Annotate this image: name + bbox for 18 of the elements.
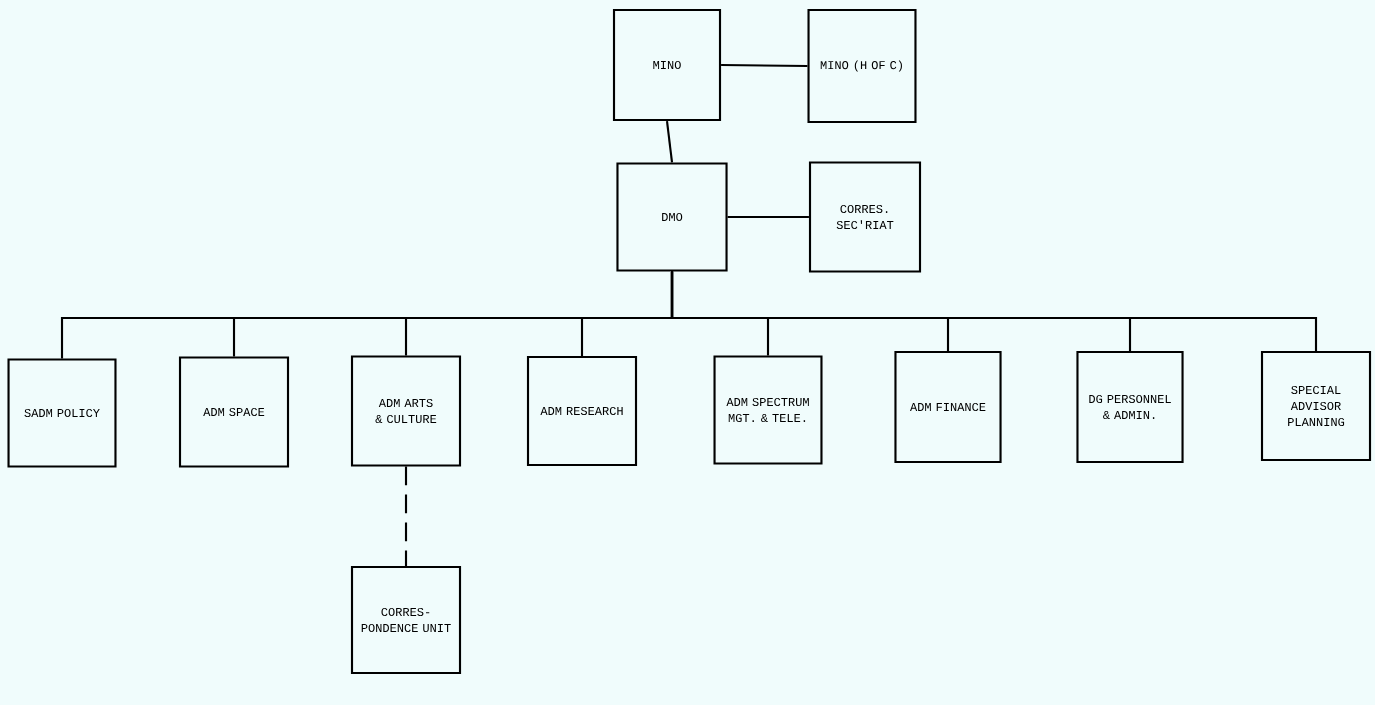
org-box: ADM SPECTRUM MGT. & TELE. (713, 355, 823, 465)
connector-line (727, 215, 809, 219)
connector-line (665, 120, 674, 163)
org-box: ADM FINANCE (894, 350, 1002, 464)
org-box: MINO (H OF C) (807, 8, 917, 124)
org-box: ADM ARTS & CULTURE (350, 355, 462, 467)
connector-line (404, 466, 408, 566)
org-box: MINO (612, 8, 722, 122)
org-box: DMO (616, 162, 728, 272)
org-box: SADM POLICY (7, 358, 117, 468)
connector-line (721, 63, 808, 68)
org-box: SPECIAL ADVISOR PLANNING (1260, 350, 1372, 462)
org-box: CORRES. SEC'RIAT (808, 161, 922, 273)
org-box: CORRES- PONDENCE UNIT (350, 565, 462, 675)
org-box: DG PERSONNEL & ADMIN. (1076, 350, 1184, 464)
org-box: ADM SPACE (178, 356, 290, 468)
org-box: ADM RESEARCH (526, 355, 638, 467)
connector-line (670, 271, 1318, 351)
